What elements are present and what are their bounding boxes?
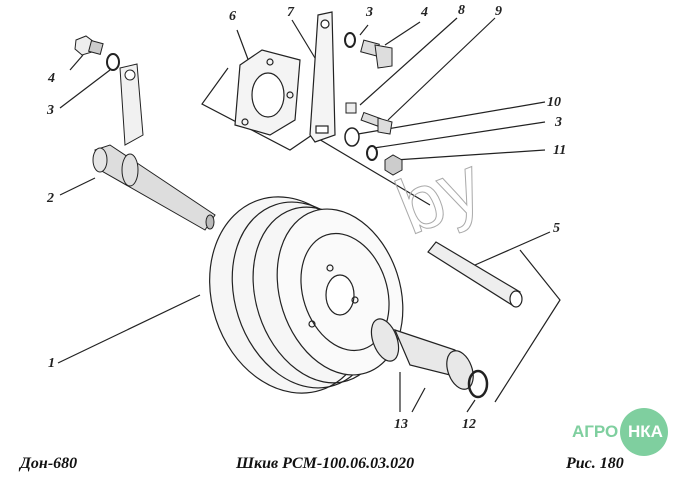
assembly-bracket-line	[201, 67, 431, 206]
leader-line	[387, 17, 496, 121]
callout-label: 8	[458, 3, 465, 18]
snap-ring-icon	[467, 369, 489, 399]
flange-icon	[234, 49, 301, 136]
washer-icon	[106, 53, 120, 71]
leader-line	[59, 69, 111, 109]
callout-label: 7	[287, 5, 294, 20]
callout-label: 4	[421, 5, 428, 20]
leader-line	[57, 294, 201, 364]
tube-icon	[427, 241, 523, 308]
callout-label: 3	[47, 103, 54, 118]
callout-label: 1	[48, 356, 55, 371]
callout-label: 13	[394, 417, 408, 432]
leader-line	[59, 177, 96, 196]
callout-label: 4	[48, 71, 55, 86]
bolt-icon	[74, 35, 104, 56]
leader-line	[466, 399, 476, 413]
bearing-icon	[370, 318, 474, 390]
leader-line	[474, 231, 551, 266]
machine-model: Дон-680	[20, 455, 78, 472]
plate-icon	[309, 11, 336, 143]
leader-line	[359, 17, 458, 106]
pulley-icon	[209, 196, 404, 394]
shaft-lever-icon	[92, 63, 216, 231]
callout-label: 9	[495, 4, 502, 19]
leader-line	[373, 121, 546, 149]
leader-line	[359, 24, 369, 36]
washer-icon	[366, 145, 378, 161]
leader-line	[384, 21, 421, 46]
assembly-bracket-line	[494, 249, 561, 403]
washer-icon	[344, 32, 356, 48]
leader-line	[411, 387, 426, 413]
leader-line	[394, 149, 546, 161]
callout-label: 6	[229, 9, 236, 24]
figure-number: Рис. 180	[566, 455, 624, 472]
logo-text-left: АГРО	[572, 422, 619, 441]
callout-label: 5	[553, 221, 560, 236]
callout-label: 12	[462, 417, 476, 432]
leader-line	[69, 54, 84, 71]
figure-title: Шкив РСМ-100.06.03.020	[236, 455, 415, 472]
bolt-icon	[360, 39, 393, 69]
logo-circle	[620, 408, 668, 456]
square-washer-icon	[345, 102, 357, 114]
callout-label: 2	[47, 191, 54, 206]
callout-label: 3	[555, 115, 562, 130]
brand-logo: АГРО НКА	[570, 408, 670, 458]
callout-label: 11	[553, 143, 567, 158]
nut-icon	[384, 154, 403, 176]
logo-text-right: НКА	[628, 422, 663, 441]
bolt-icon	[360, 111, 393, 135]
washer-icon	[344, 127, 360, 147]
callout-label: 10	[547, 95, 561, 110]
callout-label: 3	[366, 5, 373, 20]
leader-line	[291, 19, 316, 59]
